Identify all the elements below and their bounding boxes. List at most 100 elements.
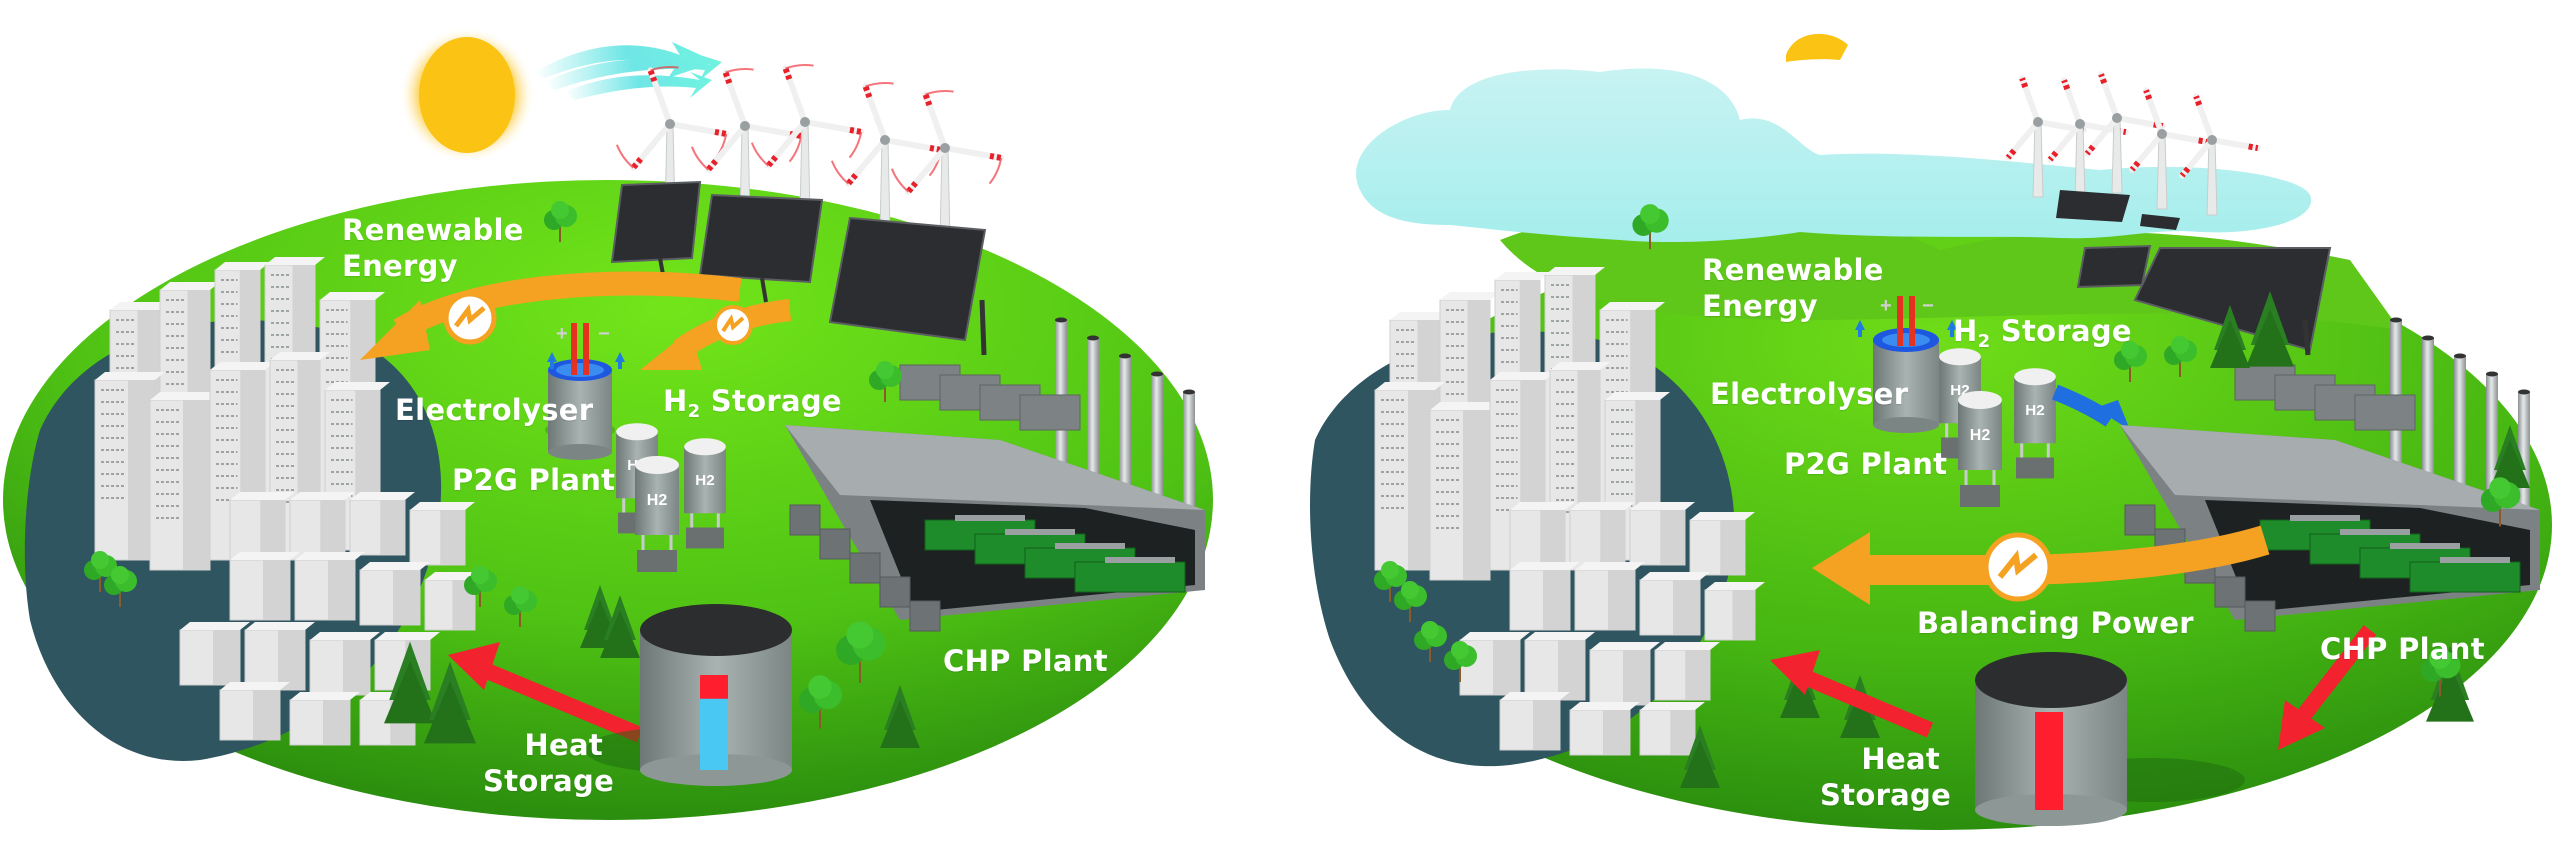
label-heat-line2: Storage: [1820, 778, 1952, 812]
electricity-arrow-to-electrolyser: [640, 299, 792, 370]
building: [289, 492, 355, 561]
heat-storage: [585, 604, 792, 786]
pine-tree-icon: [2210, 305, 2250, 368]
h2-prefix: H: [663, 384, 688, 418]
tree-icon: [544, 201, 577, 242]
heat-storage: [1975, 652, 2245, 826]
label-p2g-plant: P2G Plant: [1784, 447, 1948, 481]
wind-turbine-icon: [890, 90, 1005, 241]
tree-icon: [1632, 204, 1669, 250]
building: [244, 622, 315, 691]
building: [229, 552, 300, 621]
h2-suffix: Storage: [700, 384, 842, 418]
pine-tree-icon: [424, 661, 476, 744]
city: [1374, 267, 1765, 756]
building: [289, 692, 360, 746]
plus-sign: +: [556, 323, 568, 345]
wind-turbine-icon: [2179, 93, 2261, 216]
h2-prefix: H: [1953, 314, 1978, 348]
building: [1569, 502, 1635, 571]
building: [1654, 642, 1720, 701]
electricity-arrow-balancing-power: [1812, 525, 2270, 605]
building: [1639, 572, 1710, 636]
label-renewable-energy: Renewable Energy: [1702, 252, 1884, 324]
plus-sign: +: [1880, 295, 1892, 317]
solar-panel-2: [2140, 214, 2180, 230]
tree-icon: [104, 566, 137, 607]
building: [309, 632, 380, 696]
tree-icon: [2480, 477, 2521, 527]
heat-level-hot: [2035, 712, 2063, 810]
building: [1569, 702, 1640, 756]
clouds: [1356, 68, 2312, 243]
h2-sub: 2: [1977, 331, 1991, 352]
solar-panel-2: [698, 193, 824, 303]
electrolyser: + −: [545, 323, 625, 460]
building: [349, 492, 415, 556]
building: [359, 562, 430, 626]
tree-icon: [2420, 647, 2461, 697]
wind-icon: [535, 42, 722, 100]
building: [1704, 582, 1765, 641]
label-renewable-energy: Renewable Energy: [342, 212, 524, 284]
heat-level-hot: [700, 675, 728, 699]
label-renewable-line2: Energy: [342, 249, 458, 283]
building: [179, 622, 250, 686]
wind-turbine-icon: [830, 82, 945, 233]
label-chp-plant: CHP Plant: [2320, 632, 2485, 666]
pine-tree-icon: [600, 595, 640, 658]
tree-icon: [1414, 621, 1447, 662]
h2-tank-label: H2: [2025, 402, 2044, 419]
pine-tree-icon: [1680, 725, 1720, 788]
label-heat-storage: Heat Storage: [483, 727, 614, 799]
label-chp-plant: CHP Plant: [943, 644, 1108, 678]
chp-plant: [2120, 317, 2540, 632]
label-h2-storage: H2 Storage: [663, 383, 842, 430]
label-balancing-power: Balancing Power: [1917, 606, 2194, 640]
h2-suffix: Storage: [1990, 314, 2132, 348]
heat-arrow-storage-to-city: [1770, 650, 1934, 738]
building: [149, 392, 220, 571]
trees: [84, 201, 920, 748]
wind-turbine-icon: [2129, 87, 2211, 210]
building: [409, 502, 475, 566]
h2-tank: H2: [1958, 391, 2002, 507]
h2-tank-label: H2: [695, 472, 714, 489]
h2-sub: 2: [687, 401, 701, 422]
tree-icon: [504, 586, 537, 627]
h2-tank: H2: [684, 438, 726, 549]
solar-panel-3: [2076, 244, 2152, 289]
building: [1689, 512, 1755, 576]
city: [94, 257, 485, 746]
heat-arrow-chp-to-storage: [2278, 625, 2377, 750]
label-heat-line1: Heat: [1861, 742, 1940, 776]
label-heat-line2: Storage: [483, 764, 615, 798]
sun-icon: [1786, 33, 1848, 62]
pine-tree-icon: [2246, 291, 2294, 367]
label-renewable-line1: Renewable: [1702, 253, 1884, 287]
building: [1499, 692, 1570, 751]
building: [1429, 402, 1500, 581]
h2-tank: H2: [635, 456, 679, 572]
pine-tree-icon: [880, 685, 920, 748]
label-renewable-line2: Energy: [1702, 289, 1818, 323]
building: [1574, 562, 1645, 631]
building: [219, 682, 290, 741]
pine-tree-icon: [384, 641, 436, 724]
building: [294, 552, 365, 621]
chp-plant: [785, 317, 1205, 632]
electricity-arrow-to-city: [360, 271, 742, 360]
label-heat-line1: Heat: [524, 728, 603, 762]
label-electrolyser: Electrolyser: [395, 393, 594, 427]
label-h2-storage: H2 Storage: [1953, 313, 2132, 360]
tree-icon: [2114, 341, 2147, 382]
solar-panel-3: [828, 216, 987, 356]
tree-icon: [1394, 581, 1427, 622]
wind-turbine-icon: [2084, 71, 2166, 194]
building: [1524, 632, 1595, 701]
